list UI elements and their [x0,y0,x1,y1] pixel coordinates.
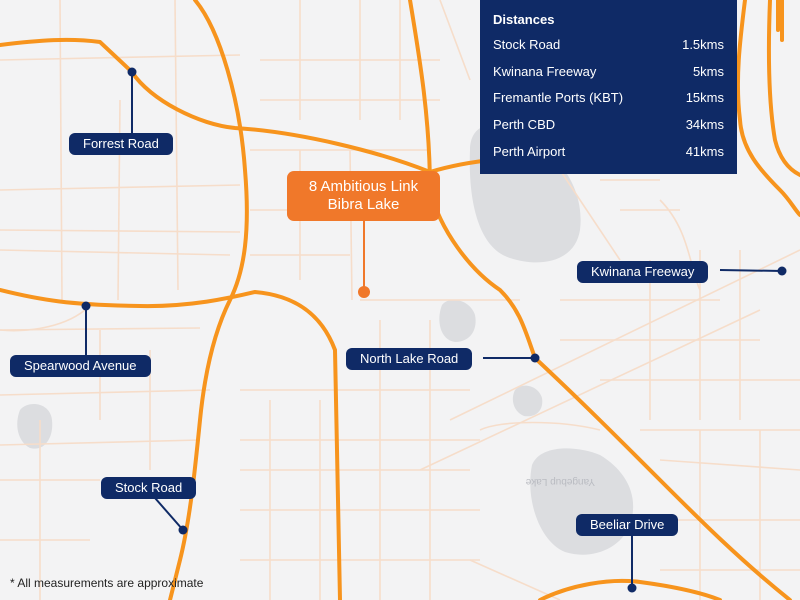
spearwood-avenue-pin[interactable] [81,301,91,311]
spearwood-avenue-label[interactable]: Spearwood Avenue [10,355,151,377]
beeliar-drive-label[interactable]: Beeliar Drive [576,514,679,536]
location-address: 8 Ambitious Link [308,178,419,195]
distance-value: 34kms [685,117,724,133]
leader-lines [85,72,783,588]
stock-road-label[interactable]: Stock Road [101,477,197,499]
distance-place: Stock Road [493,37,561,52]
lake-label: Yangebup Lake [525,476,595,487]
distance-value: 15kms [685,90,724,106]
forrest-road-pin[interactable] [127,67,137,77]
distance-place: Kwinana Freeway [493,63,597,79]
distance-place: Perth CBD [493,117,556,133]
forrest-road-label[interactable]: Forrest Road [69,133,173,155]
kwinana-freeway-pin[interactable] [777,266,787,276]
distance-row: Kwinana Freeway 5kms [493,64,724,91]
kwinana-freeway-label[interactable]: Kwinana Freeway [577,261,709,283]
beeliar-drive-pin[interactable] [627,583,637,593]
distance-place: Perth Airport [493,143,566,159]
location-callout[interactable]: 8 Ambitious Link Bibra Lake [287,171,440,221]
location-suburb: Bibra Lake [327,196,400,213]
distance-row: Perth Airport 41kms [493,144,724,171]
north-lake-road-label[interactable]: North Lake Road [346,348,473,370]
distance-value: 1.5kms [682,37,724,52]
distance-row: Fremantle Ports (KBT) 15kms [493,90,724,117]
distance-row: Stock Road 1.5kms [493,37,724,64]
distance-value: 41kms [685,143,724,159]
distances-panel: Distances Stock Road 1.5kms Kwinana Free… [480,0,737,174]
footnote: * All measurements are approximate [10,576,204,590]
distances-title: Distances [493,12,555,27]
stock-road-pin[interactable] [178,525,188,535]
distance-value: 5kms [692,63,724,79]
distance-place: Fremantle Ports (KBT) [493,90,624,106]
location-pin[interactable] [358,286,370,298]
north-lake-road-pin[interactable] [530,353,540,363]
minor-road [0,309,86,332]
distance-row: Perth CBD 34kms [493,117,724,144]
